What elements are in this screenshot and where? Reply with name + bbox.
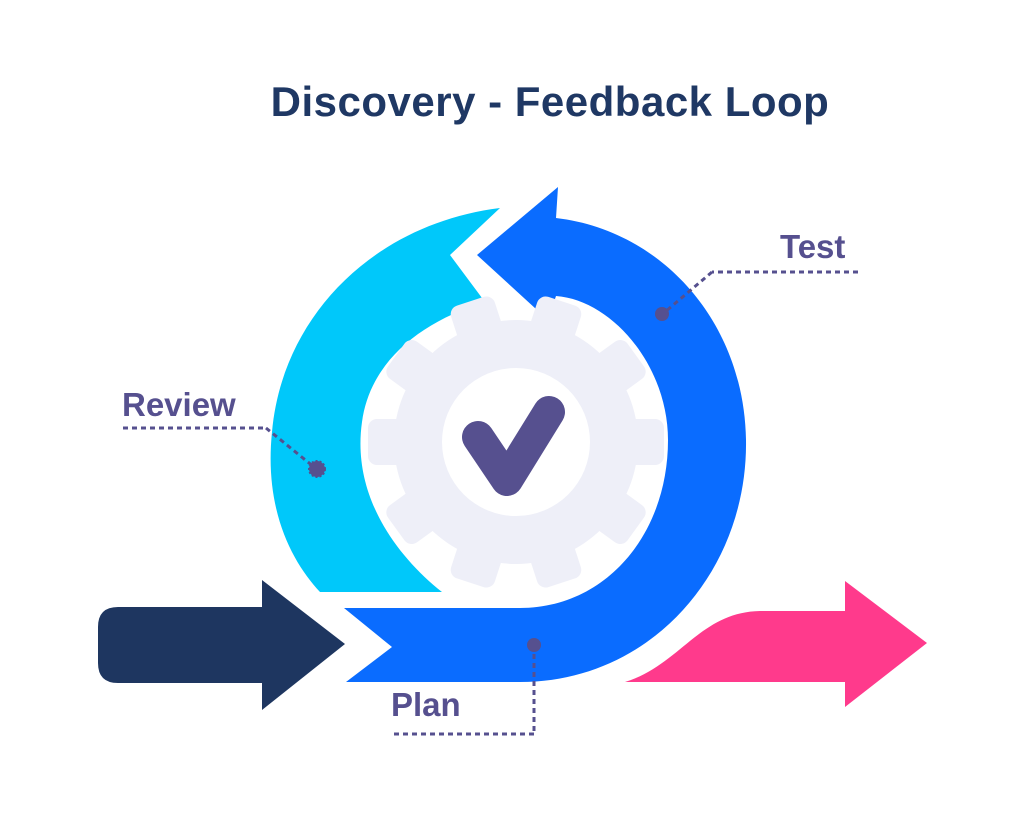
page-title: Discovery - Feedback Loop — [270, 78, 830, 125]
input-arrow — [98, 580, 345, 710]
check-icon — [462, 396, 565, 496]
review-label: Review — [122, 386, 236, 423]
review-leader-line — [123, 426, 326, 478]
loop-arrow — [344, 187, 747, 682]
output-arrow — [625, 581, 927, 707]
test-leader-line — [655, 270, 858, 321]
plan-label: Plan — [391, 686, 461, 723]
plan-leader-line — [392, 638, 541, 736]
review-arrow — [270, 208, 500, 592]
test-label: Test — [780, 228, 846, 265]
